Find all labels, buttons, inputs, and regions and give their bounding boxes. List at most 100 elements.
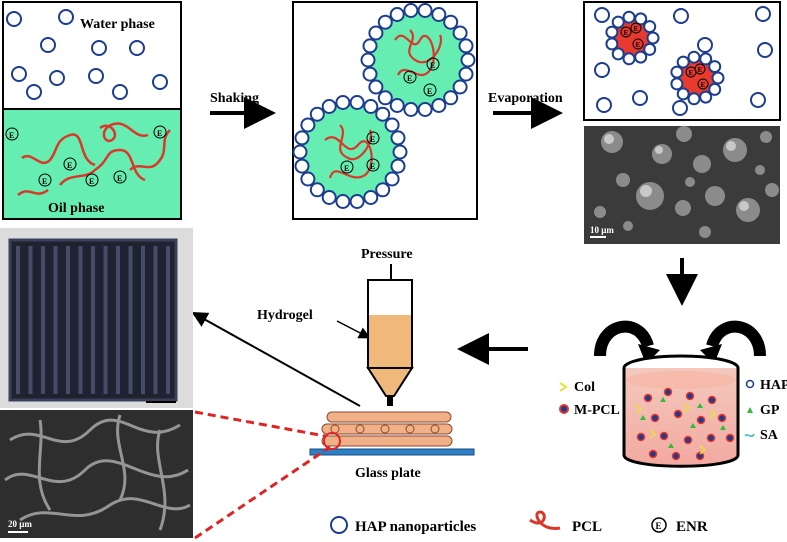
svg-text:E: E — [430, 61, 435, 70]
svg-text:E: E — [42, 177, 47, 186]
svg-text:E: E — [636, 41, 641, 49]
hydrogel-label: Hydrogel — [257, 308, 313, 323]
mix-arrow-right — [706, 320, 766, 357]
glass-plate-label: Glass plate — [355, 466, 421, 481]
hap-shell-particle — [458, 66, 474, 82]
nozzle-tip — [387, 396, 393, 406]
zoom-line-top — [194, 410, 326, 438]
bottom-legend: HAP nanoparticles PCL E ENR — [330, 510, 708, 535]
hap-shell-particle — [670, 65, 684, 79]
legend-hap: HAP — [760, 378, 787, 393]
hap-shell-particle — [377, 14, 393, 30]
hap-shell-particle — [687, 50, 701, 64]
hap-shell-particle — [431, 98, 447, 113]
microsphere-panel: EEE EEE — [583, 1, 781, 121]
water-phase-box — [2, 1, 182, 110]
svg-text:E: E — [656, 521, 662, 531]
hap-shell-particle — [309, 106, 325, 122]
enr-molecules-oil: E E E E E E — [5, 125, 167, 187]
water-hap-particles — [6, 9, 168, 100]
hap-shell-particle — [390, 130, 406, 146]
hap-shell-particle — [389, 7, 405, 22]
hap-shell-particle — [417, 102, 433, 117]
sem-microspheres-image: 10 μm — [584, 126, 780, 244]
hap-shell-particle — [708, 60, 722, 74]
hap-shell-particle — [384, 171, 400, 187]
svg-text:E: E — [427, 87, 432, 96]
to-scaffold-arrow — [191, 312, 361, 407]
hap-shell-particle — [363, 190, 379, 205]
hap-shell-particle — [403, 3, 419, 18]
hap-shell-particle — [622, 10, 636, 24]
hap-shell-particle — [294, 130, 310, 146]
hap-shell-particle — [309, 182, 325, 198]
oil-phase-label: Oil phase — [48, 201, 104, 216]
legend-sa: SA — [760, 428, 779, 443]
hap-shell-particle — [646, 31, 660, 45]
hap-shell-particle — [611, 15, 625, 29]
sem-scale-top: 10 μm — [590, 225, 614, 235]
hap-shell-particle — [699, 52, 713, 66]
hap-shell-particle — [368, 79, 384, 95]
enr-marker: E — [620, 26, 632, 38]
mix-legend: Col M-PCL HAP GP SA — [559, 378, 787, 443]
hap-shell-particle — [384, 117, 400, 133]
hap-shell-particle — [605, 37, 619, 51]
printer-setup: Pressure Hydrogel Glass plate — [257, 247, 475, 481]
hap-shell-particle — [676, 87, 690, 101]
emulsion-droplet — [360, 3, 476, 117]
scaffold-photo — [0, 228, 193, 408]
water-phase-label: Water phase — [80, 17, 155, 32]
hap-shell-particle — [605, 25, 619, 39]
col-icon — [559, 382, 568, 392]
hap-shell-particle — [643, 20, 657, 34]
hap-shell-particle — [643, 42, 657, 56]
enr-molecules-droplets: E E E E E E — [340, 57, 440, 174]
hap-shell-particle — [335, 95, 351, 110]
hydrogel-pointer — [336, 320, 371, 339]
phase-panel: Water phase Oil phase E E E E E E — [2, 1, 182, 220]
sem-scaffold-image: 20 μm — [0, 410, 193, 538]
hap-shell-particle — [622, 52, 636, 66]
hap-shell-particle — [321, 190, 337, 205]
legend-enr: ENR — [676, 519, 708, 535]
hap-shell-particle — [368, 25, 384, 41]
svg-text:E: E — [370, 135, 375, 144]
hap-shell-particle — [460, 52, 476, 68]
hap-shell-particle — [349, 194, 365, 209]
hap-shell-particle — [349, 95, 365, 110]
hap-shell-particle — [711, 71, 725, 85]
svg-text:E: E — [9, 131, 14, 140]
hap-shell-particle — [362, 66, 378, 82]
printed-scaffold — [321, 411, 453, 447]
hap-shell-particle — [708, 82, 722, 96]
svg-text:E: E — [117, 174, 122, 183]
legend-gp: GP — [760, 403, 780, 418]
svg-text:E: E — [370, 162, 375, 171]
enr-marker: E — [630, 22, 642, 34]
enr-marker: E — [632, 38, 644, 50]
svg-text:E: E — [67, 161, 72, 170]
hap-shell-particle — [443, 14, 459, 30]
mpcl-icon — [559, 404, 569, 414]
hap-shell-particle — [687, 92, 701, 106]
hap-shell-particle — [335, 194, 351, 209]
svg-text:E: E — [157, 129, 162, 138]
hap-icon — [745, 379, 755, 389]
hydrogel-fill — [369, 315, 411, 368]
svg-text:E: E — [698, 66, 703, 74]
svg-text:E: E — [689, 69, 694, 77]
evaporation-label: Evaporation — [488, 91, 563, 106]
shaking-label: Shaking — [210, 91, 259, 106]
hap-shell-particle — [392, 144, 408, 160]
hap-shell-particle — [611, 47, 625, 61]
svg-text:E: E — [624, 29, 629, 37]
hap-shell-particle — [443, 90, 459, 106]
hap-shell-particle — [300, 117, 316, 133]
beaker-contents — [635, 387, 735, 461]
syringe-nozzle — [366, 367, 414, 397]
legend-col: Col — [574, 380, 595, 395]
hap-shell-particle — [389, 98, 405, 113]
hap-shell-particle — [292, 144, 308, 160]
